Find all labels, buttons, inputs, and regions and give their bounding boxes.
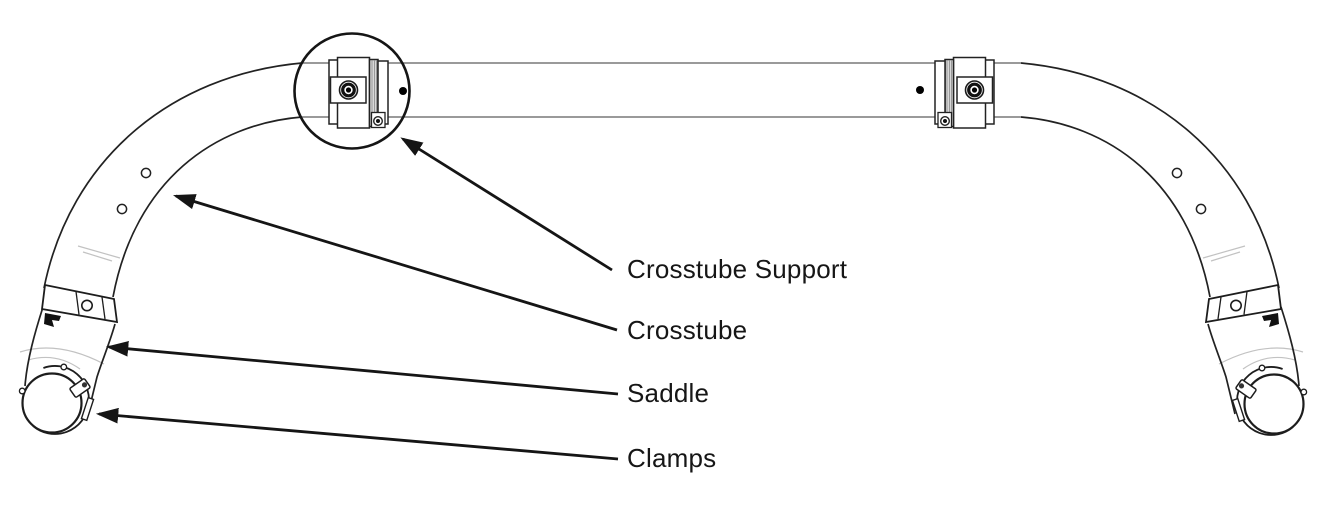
right-arc-inner-edge xyxy=(1020,116,1211,298)
collar-divider xyxy=(75,291,80,315)
clamp-screw-right xyxy=(1231,397,1246,423)
crosstube-right-arc xyxy=(1020,62,1280,298)
bolt-center xyxy=(345,87,352,93)
label-crosstube-support: Crosstube Support xyxy=(627,254,848,284)
rivet-hole xyxy=(1171,167,1183,179)
collar-right xyxy=(1204,283,1282,327)
tube-end-cap xyxy=(21,372,83,434)
small-bolt-center xyxy=(943,119,947,123)
collar-latch xyxy=(1262,313,1279,327)
collar-divider xyxy=(1217,296,1222,320)
collar-hole xyxy=(1230,299,1243,312)
crosstube-left-arc xyxy=(43,62,303,298)
tube-end-right xyxy=(1231,364,1308,436)
leader-arrows xyxy=(95,137,619,461)
arrow-crosstube xyxy=(172,194,618,332)
left-arc-outer-edge xyxy=(43,62,303,289)
saddle-right xyxy=(1207,306,1300,415)
arrow-crosstube-support xyxy=(400,137,613,272)
left-leg-outer-edge xyxy=(24,306,44,387)
bolt-ring xyxy=(341,82,356,98)
crosstube-support-right xyxy=(934,56,995,129)
crosstube-support-left xyxy=(328,56,389,129)
locating-dot-right xyxy=(916,86,924,94)
clamp-bump xyxy=(18,387,26,395)
part-labels: Crosstube Support Crosstube Saddle Clamp… xyxy=(627,254,848,473)
label-clamps: Clamps xyxy=(627,443,716,473)
right-leg-outer-edge xyxy=(1280,306,1300,387)
rivet-hole xyxy=(140,167,152,179)
collar-left xyxy=(41,283,119,327)
bolt-center xyxy=(971,87,978,93)
sketch-line xyxy=(1218,347,1304,365)
left-leg-inner-edge xyxy=(87,323,116,415)
break-mark xyxy=(82,251,113,262)
arc-rivet-holes xyxy=(116,167,1207,215)
collar-divider xyxy=(101,296,106,320)
collar-band xyxy=(41,283,119,324)
break-marks xyxy=(19,245,1304,370)
rivet-hole xyxy=(1195,203,1207,215)
sketch-line xyxy=(27,356,81,370)
clamp-bump xyxy=(1300,388,1308,396)
collar-latch xyxy=(44,313,61,327)
bolt-ring xyxy=(967,82,982,98)
clamp-tensioner-left xyxy=(69,378,91,398)
tube-end-left xyxy=(18,363,95,435)
arrow-clamps xyxy=(95,407,619,461)
rivet-hole xyxy=(116,203,128,215)
clamp-bump xyxy=(1258,364,1266,372)
saddle-left xyxy=(24,306,116,415)
right-leg-inner-edge xyxy=(1207,323,1236,415)
break-mark xyxy=(77,245,121,259)
small-bolt-center xyxy=(376,119,380,123)
crosstube-horizontal-tube xyxy=(302,62,1021,118)
arrow-saddle xyxy=(105,340,619,396)
sketch-line xyxy=(19,347,105,365)
label-saddle: Saddle xyxy=(627,378,709,408)
tube-end-cap xyxy=(1243,373,1305,435)
callout-circle xyxy=(293,32,411,150)
collar-hole xyxy=(81,299,94,312)
label-crosstube: Crosstube xyxy=(627,315,747,345)
left-arc-inner-edge xyxy=(112,116,303,298)
break-mark xyxy=(1210,251,1241,262)
clamp-screw-left xyxy=(80,396,95,422)
right-arc-outer-edge xyxy=(1020,62,1280,289)
collar-divider xyxy=(1243,291,1248,315)
break-mark xyxy=(1202,245,1246,259)
sketch-line xyxy=(1242,356,1296,370)
clamp-tensioner-right xyxy=(1235,379,1257,399)
clamp-bump xyxy=(60,363,68,371)
locating-dot-left xyxy=(399,87,407,95)
collar-band xyxy=(1204,283,1282,324)
